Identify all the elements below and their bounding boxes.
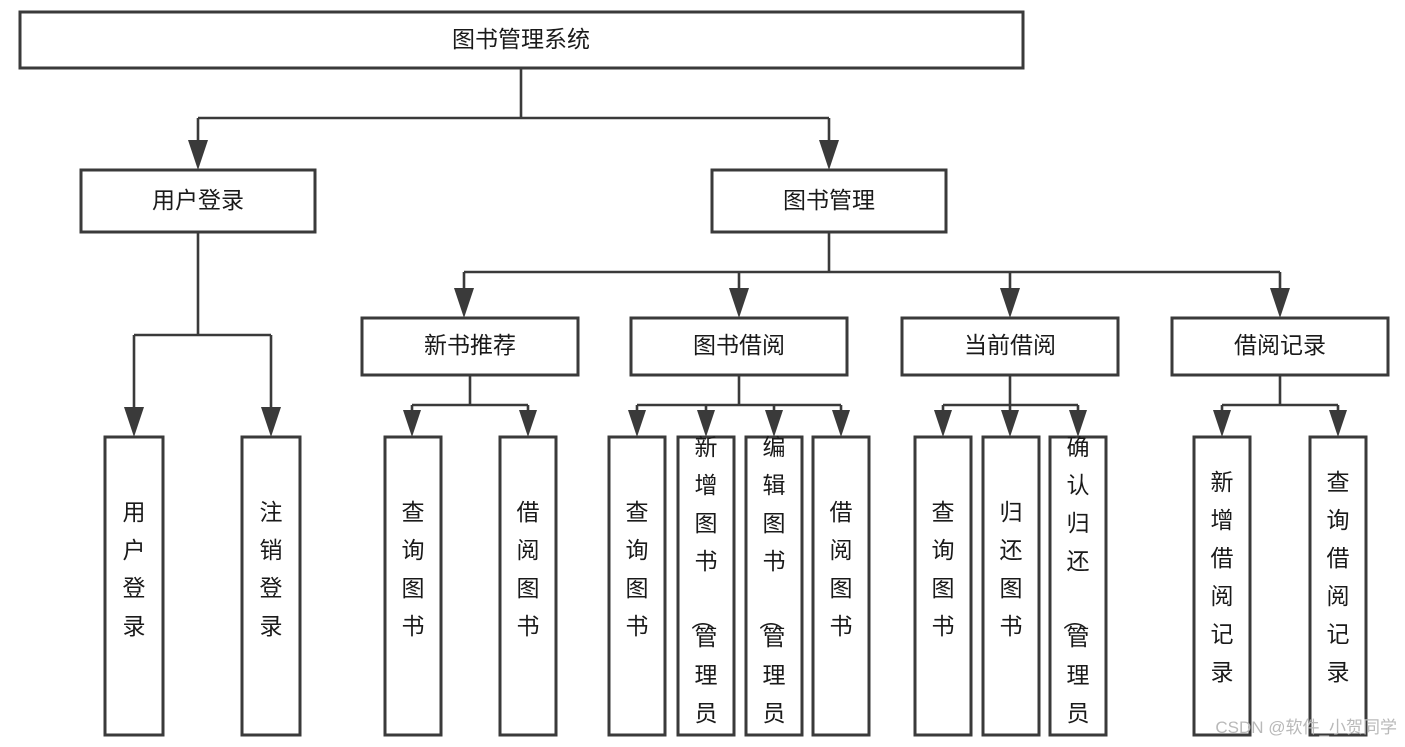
node-label: 借阅图书 — [517, 499, 540, 639]
node-box — [1308, 435, 1368, 737]
node-box — [913, 435, 973, 737]
node-box — [1192, 435, 1252, 737]
node-label: 借阅记录 — [1234, 332, 1326, 358]
arrow-head-icon — [188, 140, 208, 170]
arrow-head-icon — [1069, 410, 1087, 437]
arrow-head-icon — [1000, 288, 1020, 318]
node-box — [103, 435, 165, 737]
connector-layer — [124, 68, 1347, 437]
leaf-query-borrow-record[interactable]: 查询借阅记录 — [1308, 435, 1368, 737]
node-book-borrow[interactable]: 图书借阅 — [629, 316, 849, 377]
leaf-add-book-admin[interactable]: 新增图书（管理员） — [676, 434, 736, 747]
arrow-head-icon — [832, 410, 850, 437]
node-box — [240, 435, 302, 737]
node-label: 图书借阅 — [693, 332, 785, 358]
arrow-head-icon — [697, 410, 715, 437]
node-label: 查询图书 — [402, 499, 425, 639]
node-new-book-recommend[interactable]: 新书推荐 — [360, 316, 580, 377]
arrow-head-icon — [628, 410, 646, 437]
node-label: 新增图书（管理员） — [690, 434, 718, 747]
node-label: 当前借阅 — [964, 332, 1056, 358]
leaf-borrow-book[interactable]: 借阅图书 — [811, 435, 871, 737]
node-label: 编辑图书（管理员） — [758, 434, 786, 747]
arrow-head-icon — [934, 410, 952, 437]
arrow-head-icon — [124, 407, 144, 437]
node-box — [18, 10, 1025, 70]
node-box — [981, 435, 1041, 737]
node-label: 用户登录 — [123, 499, 146, 639]
leaf-confirm-return-admin[interactable]: 确认归还（管理员） — [1048, 434, 1108, 747]
arrow-head-icon — [1329, 410, 1347, 437]
node-box — [900, 316, 1120, 377]
node-current-borrow[interactable]: 当前借阅 — [900, 316, 1120, 377]
arrow-head-icon — [1001, 410, 1019, 437]
leaf-query-book-borrow[interactable]: 查询图书 — [607, 435, 667, 737]
node-label: 图书管理系统 — [452, 26, 590, 52]
node-box — [1048, 435, 1108, 737]
node-label: 借阅图书 — [830, 499, 853, 639]
node-label: 查询图书 — [626, 499, 649, 639]
node-user-login[interactable]: 用户登录 — [79, 168, 317, 234]
node-book-management[interactable]: 图书管理 — [710, 168, 948, 234]
arrow-head-icon — [729, 288, 749, 318]
node-box — [744, 435, 804, 737]
node-box — [629, 316, 849, 377]
arrow-head-icon — [261, 407, 281, 437]
node-label: 查询借阅记录 — [1327, 469, 1350, 685]
node-box — [710, 168, 948, 234]
leaf-query-book-new[interactable]: 查询图书 — [383, 435, 443, 737]
node-borrow-record[interactable]: 借阅记录 — [1170, 316, 1390, 377]
arrow-head-icon — [1270, 288, 1290, 318]
leaf-borrow-book-new[interactable]: 借阅图书 — [498, 435, 558, 737]
node-label: 确认归还（管理员） — [1062, 434, 1090, 747]
leaf-user-login-do[interactable]: 用户登录 — [103, 435, 165, 737]
node-box — [811, 435, 871, 737]
node-label: 新增借阅记录 — [1211, 469, 1234, 685]
node-label: 图书管理 — [783, 187, 875, 213]
node-box — [79, 168, 317, 234]
node-root-system[interactable]: 图书管理系统 — [18, 10, 1025, 70]
leaf-edit-book-admin[interactable]: 编辑图书（管理员） — [744, 434, 804, 747]
watermark: CSDN @软件_小贺同学 — [1215, 718, 1397, 737]
arrow-head-icon — [403, 410, 421, 437]
node-box — [607, 435, 667, 737]
leaf-return-book[interactable]: 归还图书 — [981, 435, 1041, 737]
arrow-head-icon — [1213, 410, 1231, 437]
node-label: 归还图书 — [1000, 499, 1023, 639]
node-box — [676, 435, 736, 737]
leaf-user-logout[interactable]: 注销登录 — [240, 435, 302, 737]
node-box — [1170, 316, 1390, 377]
node-box — [383, 435, 443, 737]
node-box — [498, 435, 558, 737]
arrow-head-icon — [765, 410, 783, 437]
leaf-add-borrow-record[interactable]: 新增借阅记录 — [1192, 435, 1252, 737]
arrow-head-icon — [454, 288, 474, 318]
leaf-query-book-current[interactable]: 查询图书 — [913, 435, 973, 737]
arrow-head-icon — [819, 140, 839, 170]
node-label: 用户登录 — [152, 187, 244, 213]
arrow-head-icon — [519, 410, 537, 437]
node-box — [360, 316, 580, 377]
node-label: 注销登录 — [260, 499, 283, 639]
node-label: 查询图书 — [932, 499, 955, 639]
node-label: 新书推荐 — [424, 332, 516, 358]
